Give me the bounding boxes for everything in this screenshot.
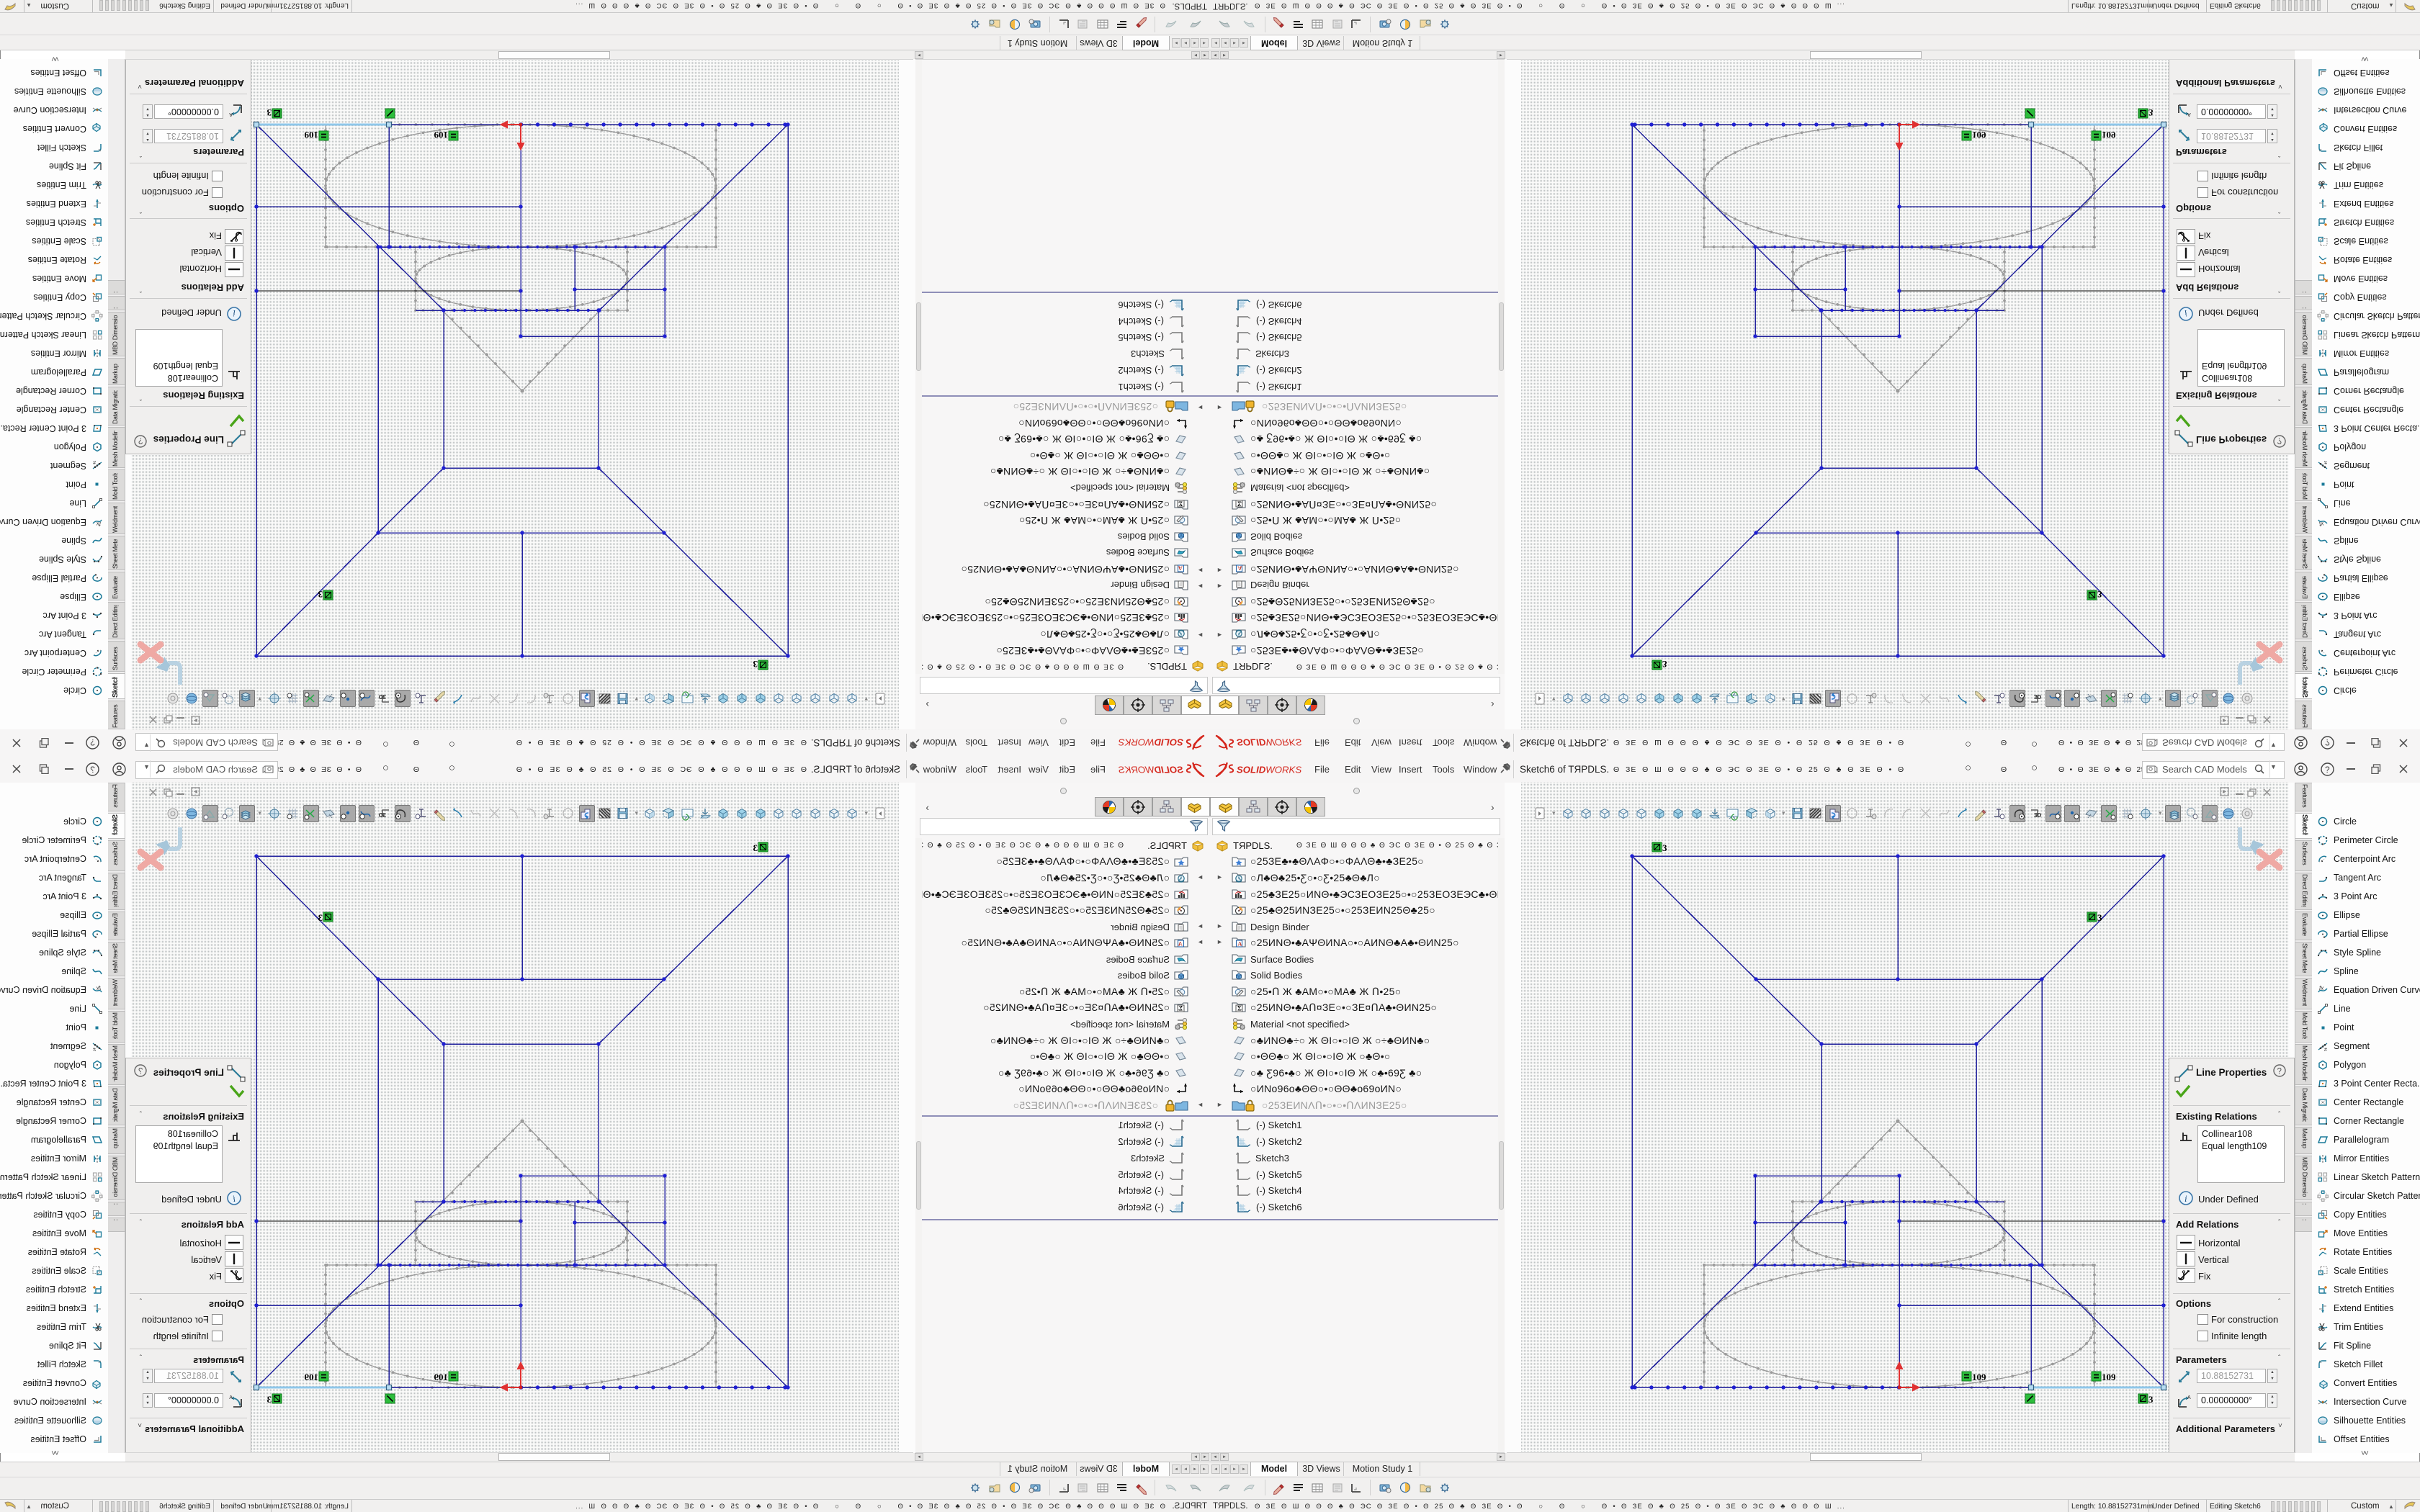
svg-text:3: 3	[2148, 107, 2154, 118]
svg-text:▾: ▾	[864, 696, 868, 703]
svg-text:fx: fx	[96, 985, 101, 991]
svg-text:?: ?	[2325, 765, 2330, 775]
svg-text:SOLIDWORKS: SOLIDWORKS	[1237, 737, 1301, 748]
svg-text:3: 3	[753, 842, 758, 853]
svg-text:3: 3	[1662, 659, 1667, 670]
svg-text:A: A	[1237, 940, 1242, 948]
svg-text:A: A	[1178, 940, 1183, 948]
svg-text:A: A	[229, 1395, 233, 1400]
svg-text:▾: ▾	[258, 696, 261, 703]
svg-text:3: 3	[2097, 589, 2102, 600]
svg-text:?: ?	[90, 765, 95, 775]
svg-text:#: #	[93, 1048, 96, 1052]
svg-text:?: ?	[2277, 1068, 2282, 1076]
svg-text:▾: ▾	[1552, 696, 1556, 703]
svg-text:SOLIDWORKS: SOLIDWORKS	[1119, 765, 1183, 775]
svg-text:▾: ▾	[258, 809, 261, 816]
svg-text:?: ?	[2277, 436, 2282, 445]
svg-text:109: 109	[2102, 130, 2116, 140]
svg-text:3D: 3D	[2034, 693, 2041, 700]
svg-text:Σ: Σ	[1237, 1005, 1242, 1012]
svg-text:▾: ▾	[2159, 696, 2162, 703]
svg-text:▾: ▾	[2159, 809, 2162, 816]
svg-text:A: A	[2187, 112, 2191, 117]
svg-text:▾: ▾	[1782, 809, 1785, 816]
svg-text:fx: fx	[96, 521, 101, 527]
svg-text:▾: ▾	[635, 809, 638, 816]
svg-text:fx: fx	[2319, 521, 2324, 527]
svg-text:i: i	[2184, 1193, 2187, 1204]
svg-text:i: i	[233, 1193, 236, 1204]
svg-text:109: 109	[434, 1372, 448, 1382]
svg-text:3: 3	[753, 659, 758, 670]
svg-text:#: #	[2324, 1048, 2327, 1052]
svg-text:?: ?	[138, 436, 143, 445]
svg-text:109: 109	[1972, 130, 1986, 140]
svg-text:3: 3	[2148, 1394, 2154, 1405]
svg-text:3: 3	[1662, 842, 1667, 853]
svg-text:A: A	[229, 112, 233, 117]
svg-text:3: 3	[266, 107, 272, 118]
svg-text:109: 109	[2102, 1372, 2116, 1382]
svg-text:▾: ▾	[635, 696, 638, 703]
svg-text:SOLIDWORKS: SOLIDWORKS	[1119, 737, 1183, 748]
svg-text:109: 109	[304, 130, 318, 140]
svg-text:3: 3	[2097, 912, 2102, 923]
svg-text:fx: fx	[2319, 985, 2324, 991]
svg-text:▾: ▾	[864, 809, 868, 816]
svg-text:?: ?	[138, 1068, 143, 1076]
svg-text:3D: 3D	[379, 812, 386, 819]
svg-text:i: i	[233, 308, 236, 319]
svg-text:Σ: Σ	[1178, 500, 1183, 507]
svg-text:109: 109	[434, 130, 448, 140]
svg-text:109: 109	[1972, 1372, 1986, 1382]
svg-text:109: 109	[304, 1372, 318, 1382]
svg-text:▾: ▾	[1782, 696, 1785, 703]
svg-text:?: ?	[2325, 737, 2330, 747]
svg-text:A: A	[1237, 565, 1242, 572]
svg-text:3: 3	[266, 1394, 272, 1405]
svg-text:▾: ▾	[1552, 809, 1556, 816]
svg-text:3D: 3D	[2034, 812, 2041, 819]
svg-text:#: #	[93, 460, 96, 464]
svg-text:Σ: Σ	[1237, 500, 1242, 507]
svg-text:i: i	[2184, 308, 2187, 319]
svg-text:3D: 3D	[379, 693, 386, 700]
svg-text:A: A	[1178, 565, 1183, 572]
svg-text:#: #	[2324, 460, 2327, 464]
svg-text:3: 3	[318, 912, 323, 923]
svg-text:?: ?	[90, 737, 95, 747]
svg-text:3: 3	[318, 589, 323, 600]
svg-text:SOLIDWORKS: SOLIDWORKS	[1237, 765, 1301, 775]
svg-text:Σ: Σ	[1178, 1005, 1183, 1012]
svg-text:A: A	[2187, 1395, 2191, 1400]
